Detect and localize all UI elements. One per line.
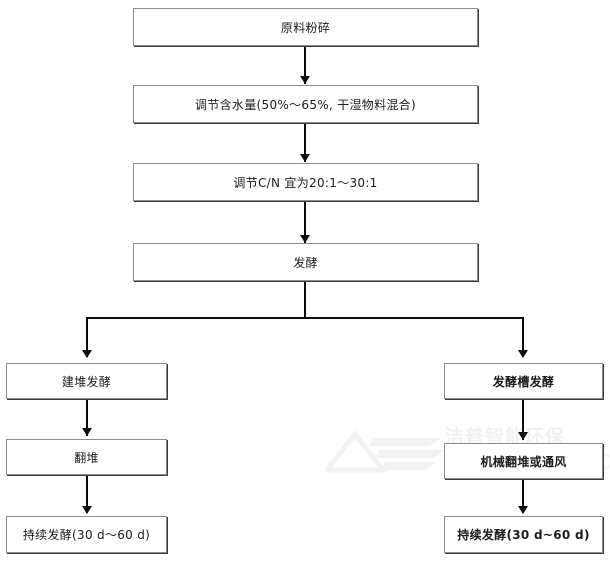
node-label: 原料粉碎 (280, 20, 331, 35)
arrowhead-3-4 (300, 235, 310, 243)
connector-8-10 (522, 479, 524, 513)
connector-3-4 (304, 201, 306, 243)
connector-7-9 (86, 475, 88, 513)
arrowhead-5-7 (82, 428, 92, 436)
arrowhead-6-8 (518, 432, 528, 440)
connector-branch-left (86, 317, 88, 357)
connector-branch-right (522, 317, 524, 357)
node-label: 发酵槽发酵 (492, 374, 555, 389)
connector-1-2 (304, 46, 306, 84)
node-label: 机械翻堆或通风 (480, 454, 567, 469)
node-label: 发酵 (293, 255, 318, 270)
connector-fermentation-split (304, 281, 306, 319)
arrowhead-8-10 (518, 506, 528, 514)
node-label: 调节C/N 宜为20:1～30:1 (233, 175, 378, 190)
connector-2-3 (304, 123, 306, 162)
node-adjust-moisture[interactable]: 调节含水量(50%～65%, 干湿物料混合) (133, 85, 478, 123)
node-continuous-fermentation-left[interactable]: 持续发酵(30 d～60 d) (6, 516, 167, 553)
node-mechanical-turning-or-aeration[interactable]: 机械翻堆或通风 (444, 443, 603, 479)
node-trough-fermentation[interactable]: 发酵槽发酵 (444, 363, 603, 399)
arrowhead-1-2 (300, 76, 310, 84)
node-label: 持续发酵(30 d~60 d) (457, 528, 590, 542)
node-label: 建堆发酵 (61, 374, 112, 389)
connector-5-7 (86, 399, 88, 436)
node-continuous-fermentation-right[interactable]: 持续发酵(30 d~60 d) (444, 516, 603, 553)
node-pile-fermentation[interactable]: 建堆发酵 (6, 363, 167, 399)
node-raw-material-crushing[interactable]: 原料粉碎 (133, 8, 478, 46)
node-label: 调节含水量(50%～65%, 干湿物料混合) (195, 97, 416, 112)
arrowhead-7-9 (82, 506, 92, 514)
node-label: 翻堆 (74, 450, 99, 465)
connector-6-8 (522, 399, 524, 440)
node-fermentation[interactable]: 发酵 (133, 243, 478, 281)
arrowhead-branch-left (82, 350, 92, 358)
gep-logo-icon (325, 430, 443, 473)
node-label: 持续发酵(30 d～60 d) (22, 528, 151, 542)
node-adjust-cn-ratio[interactable]: 调节C/N 宜为20:1～30:1 (133, 163, 478, 201)
node-pile-turning[interactable]: 翻堆 (6, 439, 167, 475)
arrowhead-2-3 (300, 154, 310, 162)
connector-branch-bar (86, 317, 524, 319)
arrowhead-branch-right (518, 350, 528, 358)
